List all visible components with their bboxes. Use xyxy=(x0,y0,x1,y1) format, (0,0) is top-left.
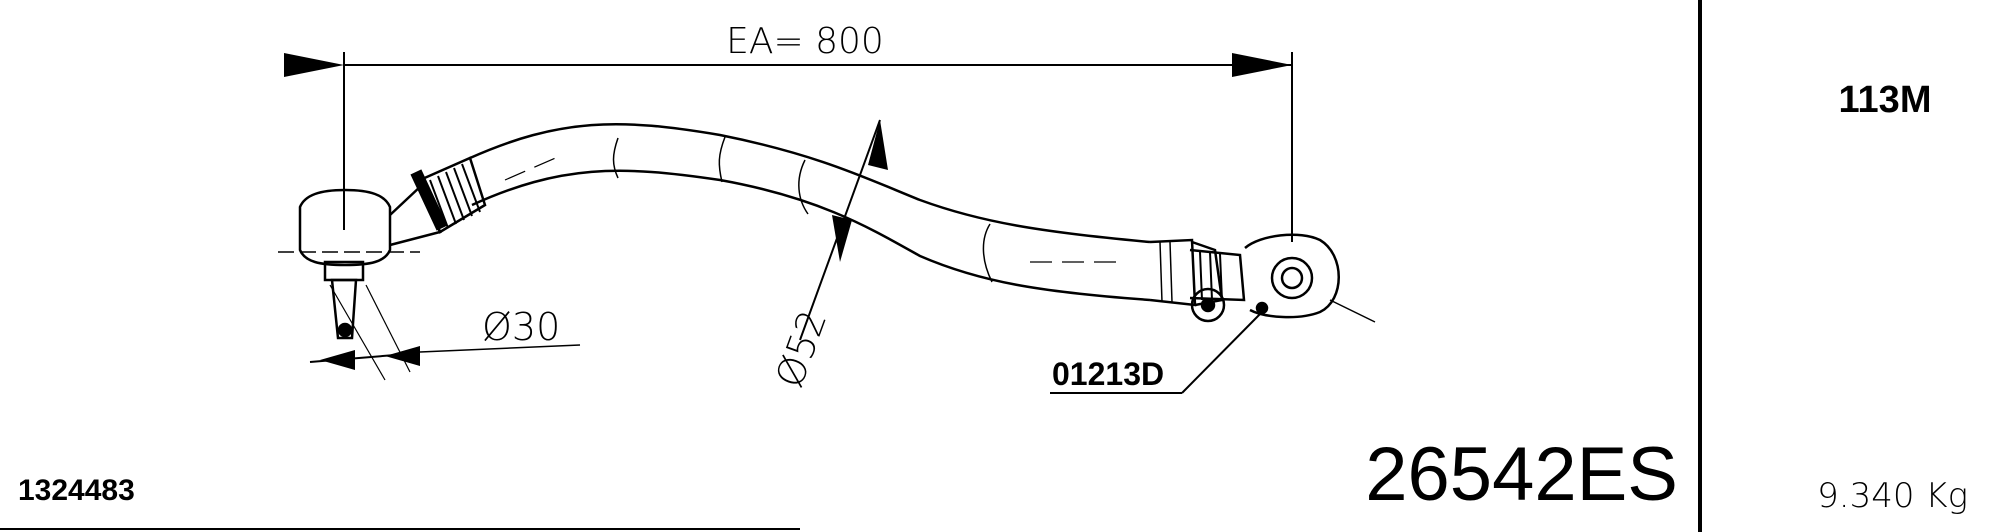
left-clamp xyxy=(410,156,487,234)
model-label: 113M xyxy=(1839,79,1932,121)
part-number: 26542ES xyxy=(1365,432,1678,517)
tie-rod-tube xyxy=(469,123,1151,302)
right-ball-joint xyxy=(1244,233,1376,323)
diameter-30-label: Ø30 xyxy=(482,305,560,349)
clamp-part-leader: 01213D xyxy=(1050,311,1263,394)
weight-label: 9.340 Kg xyxy=(1817,476,1968,516)
diameter-30-dimension: Ø30 xyxy=(309,284,581,381)
diameter-52-label: Ø52 xyxy=(767,304,835,393)
clamp-part-number: 01213D xyxy=(1052,356,1164,392)
length-dimension-label: EA= 800 xyxy=(726,21,884,62)
length-dimension: EA= 800 xyxy=(284,21,1293,242)
diameter-52-dimension: Ø52 xyxy=(767,119,888,393)
oe-number: 1324483 xyxy=(18,474,135,507)
left-ball-joint xyxy=(278,182,442,340)
right-clamp xyxy=(1149,238,1246,323)
